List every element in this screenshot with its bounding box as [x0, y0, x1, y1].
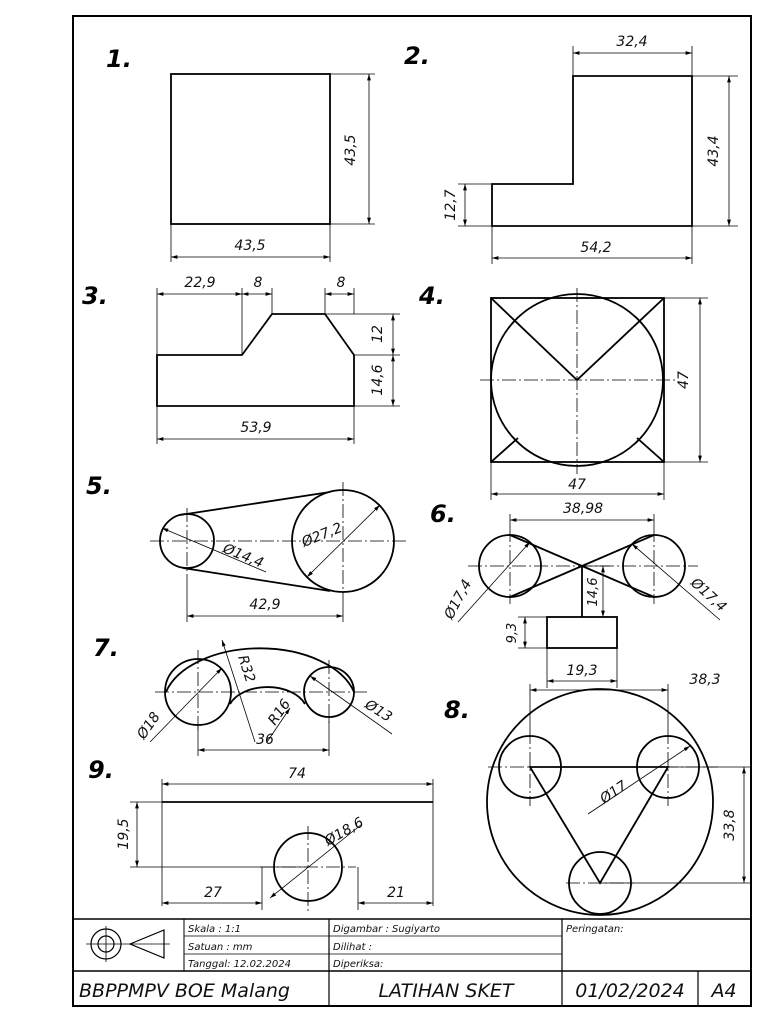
- dim-label: 43,4: [706, 135, 722, 166]
- dim-label: 8: [254, 275, 263, 291]
- dim-label: 38,3: [689, 672, 720, 688]
- problem-7: 7. R32 R16 Ø18 Ø13 36: [93, 634, 395, 756]
- checked-by-label: Diperiksa:: [333, 959, 383, 970]
- problem-5: 5. Ø14,4 Ø27,2 42,9: [86, 472, 406, 622]
- problem-3: 3. 22,9 8 8 12 14,6 53,9: [82, 275, 400, 444]
- dim-label: 9,3: [505, 623, 520, 644]
- dim-label: 21: [387, 885, 405, 901]
- institution-name: BBPPMPV BOE Malang: [79, 980, 290, 1002]
- dim-label: Ø18: [134, 709, 164, 743]
- dim-label: 22,9: [184, 275, 215, 291]
- dim-label: 19,5: [116, 818, 132, 849]
- dim-label: Ø17,4: [441, 577, 475, 623]
- problem-number: 7.: [93, 634, 119, 662]
- problem-number: 1.: [106, 45, 132, 73]
- dim-label: R16: [265, 696, 294, 728]
- dim-label: 47: [676, 371, 692, 389]
- problem-number: 4.: [418, 282, 445, 310]
- drawn-by-label: Digambar : Sugiyarto: [333, 924, 440, 935]
- unit-label: Satuan : mm: [188, 942, 253, 953]
- notes-label: Peringatan:: [566, 924, 624, 935]
- dim-label: 43,5: [343, 134, 359, 165]
- dim-label: 14,6: [370, 364, 386, 395]
- dim-label: 19,3: [566, 663, 597, 679]
- l-shape: [491, 75, 693, 227]
- dim-label: 8: [337, 275, 346, 291]
- problem-4: 4. 47 47: [418, 282, 708, 500]
- problem-number: 2.: [404, 42, 430, 70]
- stepped-block: [156, 313, 355, 407]
- problem-number: 5.: [86, 472, 112, 500]
- dim-label: 74: [288, 766, 306, 782]
- problem-9: 9. 74 19,5 Ø18,6 27 21: [88, 756, 434, 912]
- base-block: [546, 616, 618, 649]
- problem-number: 9.: [88, 756, 114, 784]
- dim-label: 38,98: [563, 501, 603, 517]
- date-label: Tanggal: 12.02.2024: [188, 959, 291, 970]
- sheet-date: 01/02/2024: [575, 980, 685, 1002]
- dim-label: Ø18,6: [321, 814, 366, 849]
- dim-label: 53,9: [240, 420, 271, 436]
- problem-number: 8.: [444, 696, 470, 724]
- dim-label: 27: [204, 885, 222, 901]
- dim-label: 12,7: [443, 189, 459, 220]
- problem-1: 1. 43,5 43,5: [106, 45, 375, 262]
- dim-label: 32,4: [616, 34, 647, 50]
- sheet-frame: [72, 15, 752, 1007]
- problem-8: 8. 38,3 Ø17 33,8: [444, 672, 752, 916]
- square-shape: [170, 73, 331, 225]
- dim-label: Ø13: [361, 696, 395, 725]
- dim-label: 12: [370, 325, 386, 343]
- dim-label: 33,8: [722, 809, 738, 840]
- outer-circle: [486, 688, 714, 916]
- problem-6: 6. 38,98 Ø17,4 Ø17,4 14,6 9,3 19,3: [430, 500, 729, 688]
- first-angle-projection-icon: [86, 926, 170, 962]
- drawing-title: LATIHAN SKET: [378, 980, 514, 1002]
- dim-label: 54,2: [580, 240, 611, 256]
- problem-2: 2. 32,4 43,4 12,7 54,2: [404, 34, 738, 264]
- scale-label: Skala : 1:1: [188, 924, 241, 935]
- dim-label: Ø14,4: [220, 540, 266, 571]
- seen-by-label: Dilihat :: [333, 942, 372, 953]
- dim-label: 36: [256, 732, 274, 748]
- problem-number: 3.: [82, 282, 108, 310]
- dim-label: 47: [568, 477, 586, 493]
- title-block: Skala : 1:1 Satuan : mm Tanggal: 12.02.2…: [73, 918, 751, 1006]
- dim-label: Ø17: [596, 778, 630, 808]
- dim-label: 43,5: [234, 238, 265, 254]
- dim-label: 42,9: [249, 597, 280, 613]
- dim-label: R32: [234, 653, 258, 684]
- paper-size: A4: [709, 980, 736, 1002]
- dim-label: 14,6: [586, 578, 601, 607]
- problem-number: 6.: [430, 500, 456, 528]
- dim-label: Ø17,4: [687, 574, 730, 615]
